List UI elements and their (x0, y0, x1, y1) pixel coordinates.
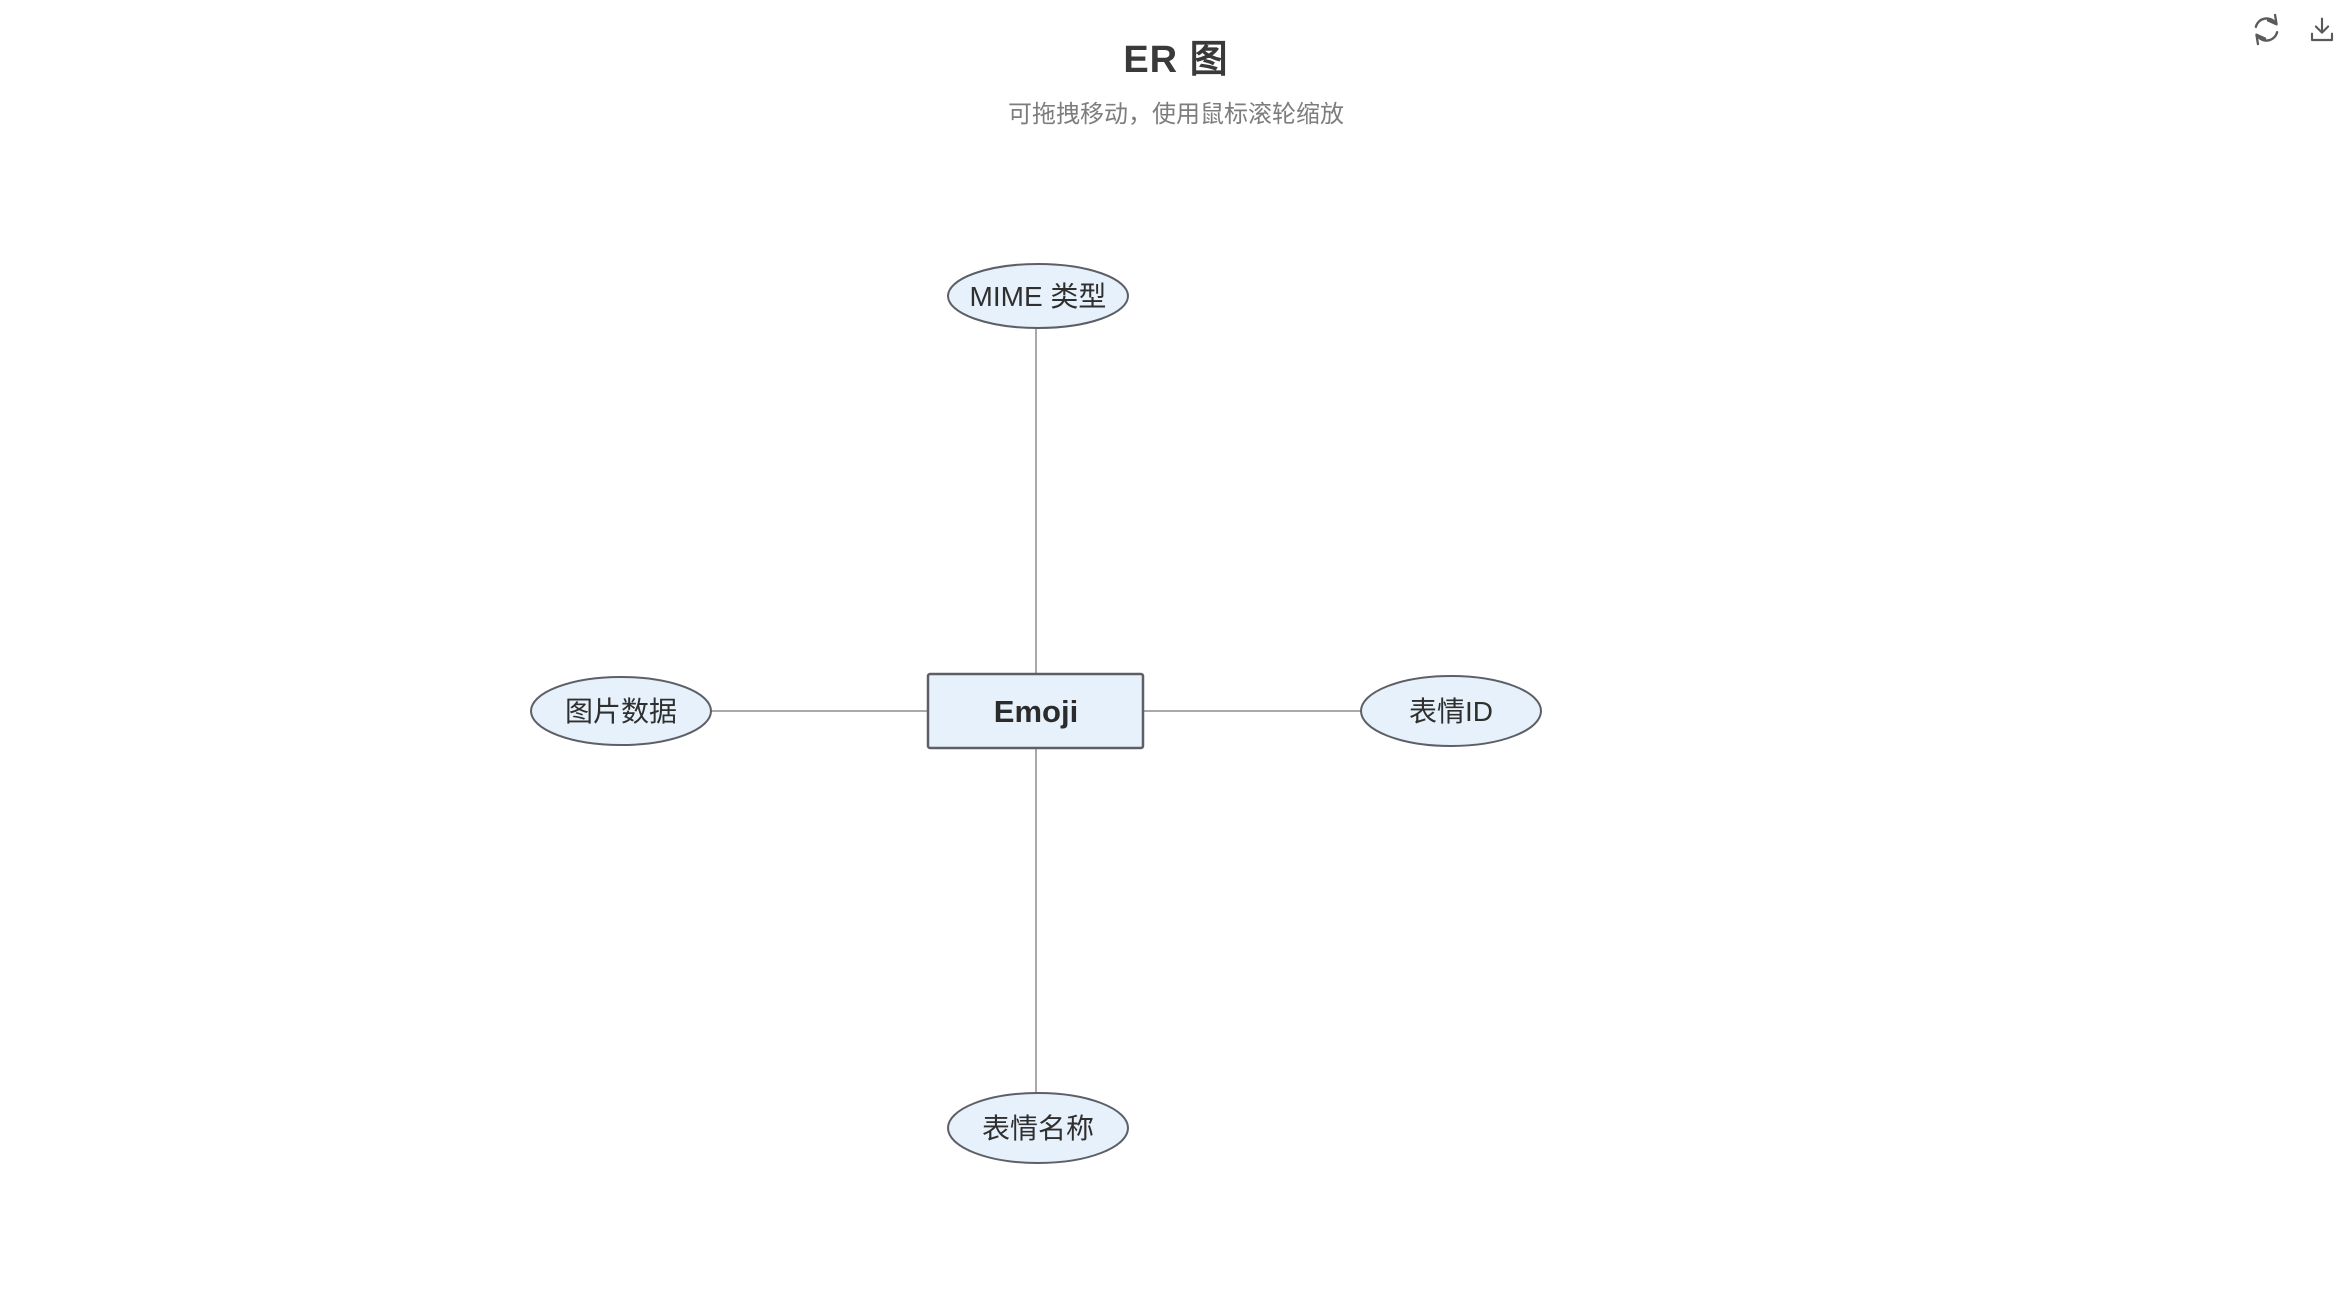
download-icon (2310, 17, 2334, 41)
attribute-node-emoji-name[interactable]: 表情名称 (947, 1092, 1129, 1164)
entity-rect (926, 672, 1145, 750)
attribute-label: MIME 类型 (970, 281, 1107, 312)
attribute-node-mime-type[interactable]: MIME 类型 (947, 263, 1129, 329)
attribute-node-emoji-id[interactable]: 表情ID (1360, 675, 1542, 747)
download-button[interactable] (2306, 14, 2338, 46)
attribute-label: 表情名称 (982, 1113, 1094, 1144)
refresh-button[interactable] (2249, 12, 2284, 47)
attribute-ellipse (947, 263, 1129, 329)
attribute-ellipse (1360, 675, 1542, 747)
toolbar (2249, 12, 2338, 47)
attribute-node-image-data[interactable]: 图片数据 (530, 676, 712, 746)
attribute-label: 图片数据 (565, 696, 677, 727)
entity-node-emoji[interactable]: Emoji (926, 672, 1145, 750)
entity-label: Emoji (994, 694, 1078, 729)
attribute-label: 表情ID (1409, 696, 1493, 727)
attribute-ellipse (530, 676, 712, 746)
refresh-icon (2254, 13, 2279, 46)
attribute-ellipse (947, 1092, 1129, 1164)
